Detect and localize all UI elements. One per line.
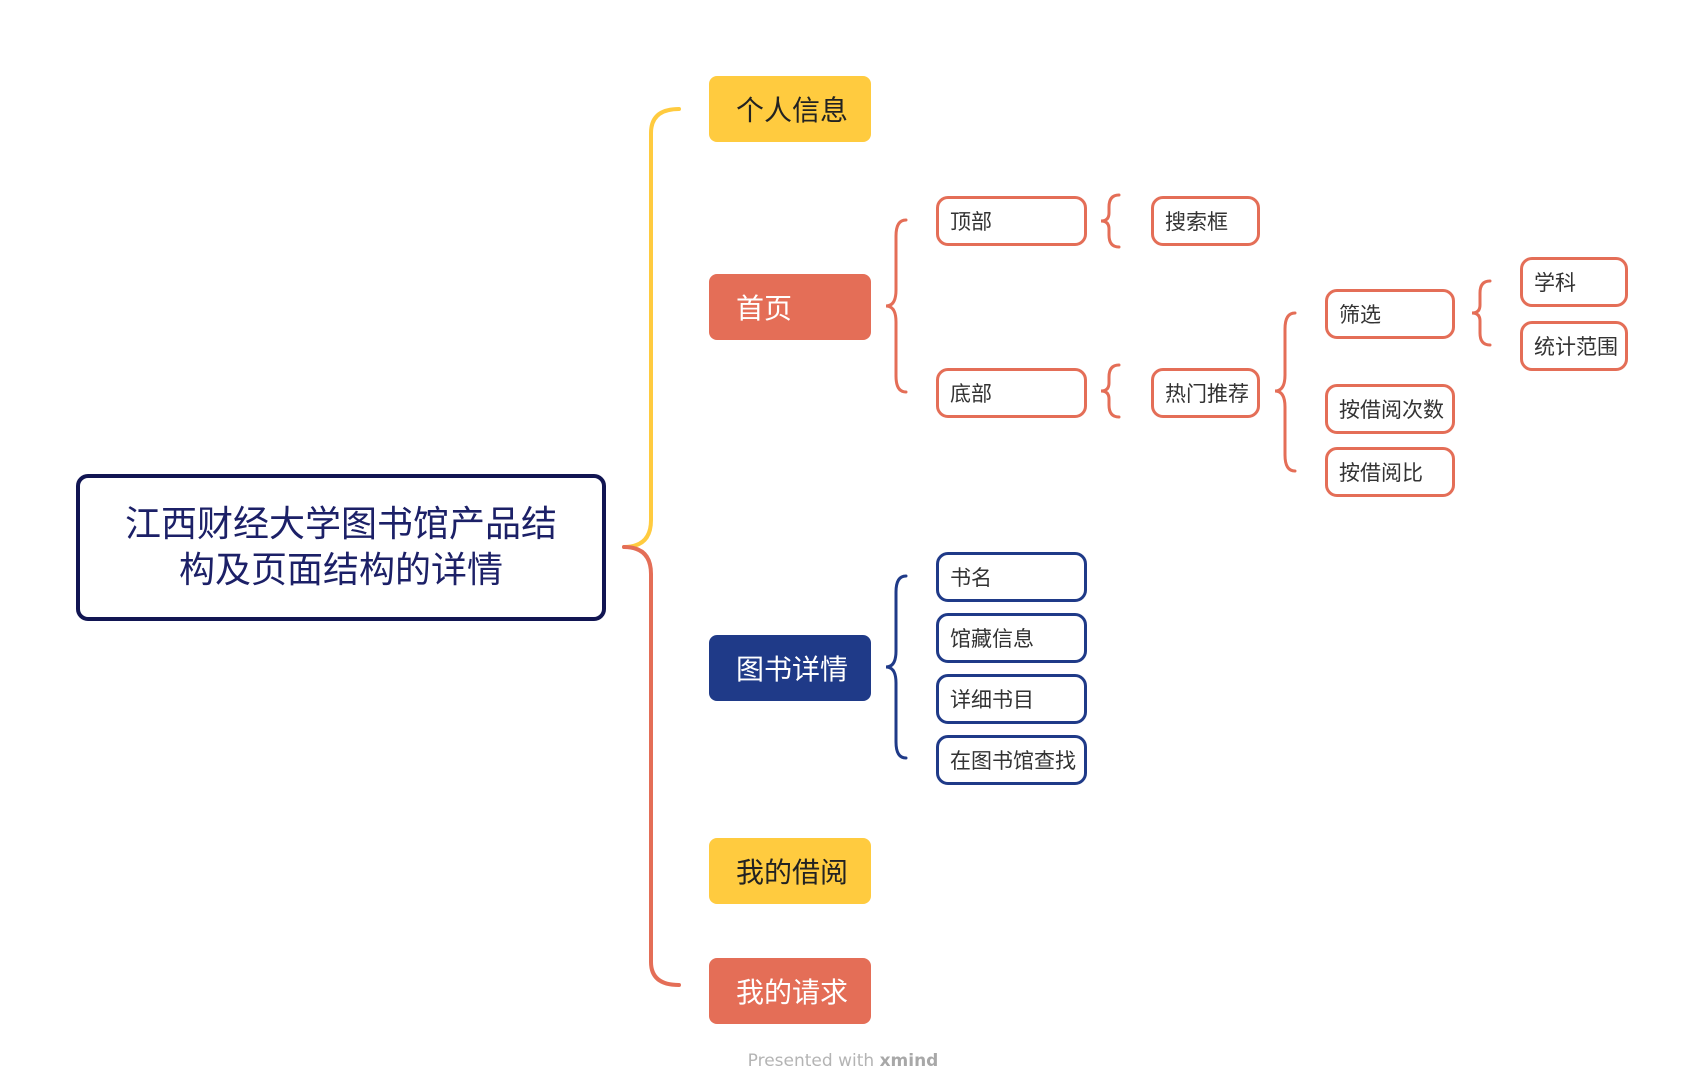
subtopic-search-box-label: 搜索框 [1165,210,1228,234]
subtopic-top-label: 顶部 [950,210,992,234]
topic-book-detail-label: 图书详情 [736,653,849,686]
subtopic-top[interactable]: 顶部 [936,196,1087,246]
footer-text: Presented with [747,1051,875,1071]
topic-book-detail[interactable]: 图书详情 [709,635,871,701]
subtopic-holdings-info[interactable]: 馆藏信息 [936,613,1087,663]
home-brace [885,218,908,394]
subtopic-filter[interactable]: 筛选 [1325,289,1455,339]
topic-my-request-label: 我的请求 [736,976,849,1009]
topic-my-borrow-label: 我的借阅 [736,856,849,889]
subtopic-by-borrow-ratio[interactable]: 按借阅比 [1325,447,1455,497]
subtopic-subject-label: 学科 [1534,271,1576,295]
root-topic[interactable]: 江西财经大学图书馆产品结构及页面结构的详情 [76,474,606,621]
topic-my-borrow[interactable]: 我的借阅 [709,838,871,904]
top-brace [1100,193,1121,249]
root-brace-upper [622,107,681,549]
subtopic-hot-recommend[interactable]: 热门推荐 [1151,368,1260,418]
topic-home-label: 首页 [736,292,793,325]
subtopic-search-box[interactable]: 搜索框 [1151,196,1260,246]
subtopic-book-title[interactable]: 书名 [936,552,1087,602]
subtopic-by-borrow-count-label: 按借阅次数 [1339,398,1444,422]
subtopic-find-in-library-label: 在图书馆查找 [950,749,1076,773]
book-detail-brace [885,574,908,760]
subtopic-detailed-catalog-label: 详细书目 [950,688,1034,712]
footer-brand: xmind [879,1051,939,1071]
root-topic-title: 江西财经大学图书馆产品结构及页面结构的详情 [124,503,557,591]
filter-brace [1471,279,1492,347]
subtopic-subject[interactable]: 学科 [1520,257,1628,307]
subtopic-detailed-catalog[interactable]: 详细书目 [936,674,1087,724]
subtopic-hot-recommend-label: 热门推荐 [1165,382,1249,406]
topic-my-request[interactable]: 我的请求 [709,958,871,1024]
topic-personal-info-label: 个人信息 [736,94,849,127]
subtopic-bottom[interactable]: 底部 [936,368,1087,418]
subtopic-book-title-label: 书名 [950,566,992,590]
root-brace-lower [622,545,681,987]
subtopic-bottom-label: 底部 [950,382,992,406]
subtopic-stat-range-label: 统计范围 [1534,335,1618,359]
subtopic-by-borrow-count[interactable]: 按借阅次数 [1325,384,1455,434]
subtopic-by-borrow-ratio-label: 按借阅比 [1339,461,1423,485]
subtopic-filter-label: 筛选 [1339,303,1381,327]
hot-recommend-brace [1274,311,1297,473]
subtopic-holdings-info-label: 馆藏信息 [950,627,1034,651]
topic-home[interactable]: 首页 [709,274,871,340]
subtopic-find-in-library[interactable]: 在图书馆查找 [936,735,1087,785]
topic-personal-info[interactable]: 个人信息 [709,76,871,142]
subtopic-stat-range[interactable]: 统计范围 [1520,321,1628,371]
bottom-brace [1100,363,1121,419]
footer-watermark: Presented with xmind [0,1051,1686,1071]
